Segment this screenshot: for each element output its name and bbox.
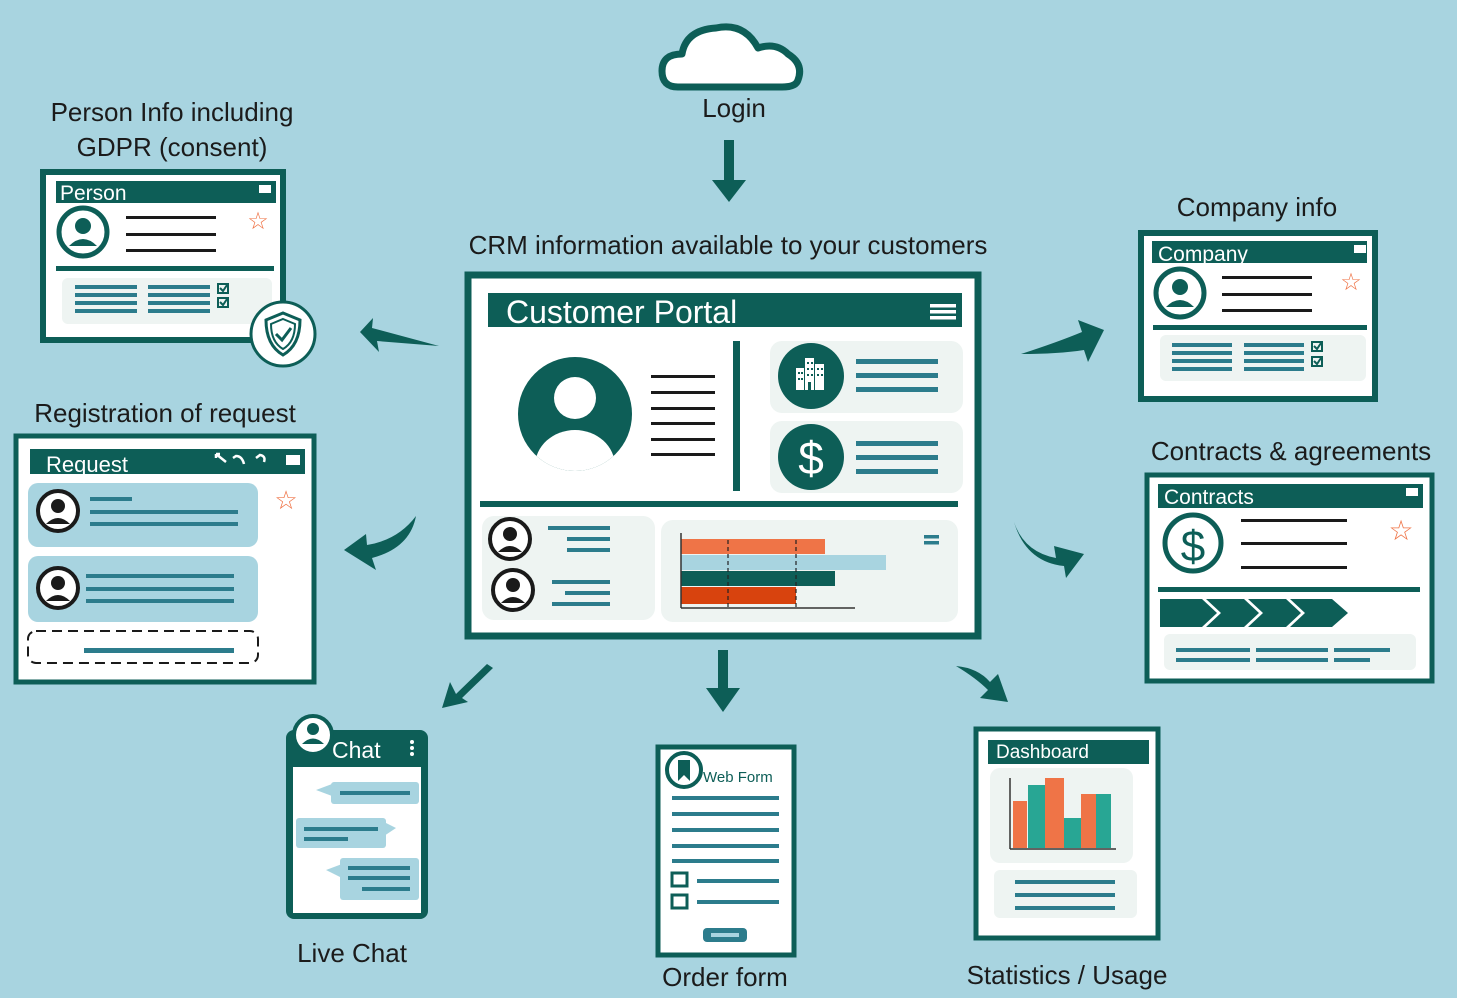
stats-caption: Statistics / Usage [967,960,1168,990]
user-icon [1153,266,1207,320]
svg-text:$: $ [798,432,824,484]
star-icon[interactable]: ☆ [247,208,269,235]
arrow-to-person [360,318,439,352]
reply-icon[interactable] [214,452,266,465]
dollar-icon: $ [778,424,844,490]
person-caption-1: Person Info including [51,97,294,127]
request-window[interactable]: Request ☆ [13,433,317,685]
menu-icon[interactable] [930,304,956,320]
cloud-icon[interactable] [658,23,804,91]
more-icon[interactable] [410,740,414,756]
chat-caption: Live Chat [297,938,408,968]
checkbox-icon[interactable] [670,871,689,910]
login-label: Login [702,93,766,123]
company-header: Company [1158,243,1248,266]
order-header: Web Form [703,769,773,786]
dashboard-window[interactable]: Dashboard [973,726,1161,941]
user-icon [56,205,110,259]
arrow-to-contracts [1014,522,1084,578]
submit-button[interactable] [703,928,747,942]
customer-portal-window[interactable]: Customer Portal [464,271,982,640]
bookmark-icon [665,751,703,789]
dashboard-bar-chart [1009,778,1116,850]
person-caption-2: GDPR (consent) [77,132,268,162]
star-icon[interactable]: ☆ [1340,269,1362,296]
arrow-to-stats [956,666,1008,702]
request-caption: Registration of request [34,398,296,428]
contracts-window[interactable]: Contracts $ ☆ [1144,472,1435,684]
star-icon[interactable]: ☆ [1388,515,1413,546]
order-caption: Order form [662,962,788,992]
arrow-to-chat [442,664,493,708]
user-icon [518,357,632,471]
person-header: Person [60,182,127,205]
chat-header: Chat [332,737,381,763]
chat-bubble [296,818,396,848]
center-caption: CRM information available to your custom… [469,230,988,260]
text-lines [651,375,715,456]
checkbox-icon [217,283,229,308]
contracts-caption: Contracts & agreements [1151,436,1431,466]
progress-chevrons [1160,599,1348,627]
arrow-to-order [706,650,740,712]
dollar-icon: $ [1162,512,1224,574]
arrow-to-request [344,516,416,570]
shield-icon [249,300,317,368]
person-window[interactable]: Person ☆ [40,169,317,368]
order-form-window[interactable]: Web Form [655,744,797,958]
contracts-header: Contracts [1164,486,1254,509]
stats-header: Dashboard [996,742,1089,763]
chat-bubble [316,782,419,804]
company-window[interactable]: Company ☆ [1138,230,1378,402]
company-caption: Company info [1177,192,1337,222]
arrow-to-company [1021,320,1104,362]
mini-bar-chart [680,533,939,609]
user-icon [292,714,334,756]
star-icon[interactable]: ☆ [274,485,297,515]
building-icon [778,343,844,409]
chat-window[interactable]: Chat [286,714,428,919]
chat-bubble [326,858,419,900]
arrow-down-login [712,140,746,202]
request-header: Request [46,452,128,477]
svg-text:$: $ [1181,522,1205,571]
checkbox-icon [1311,341,1323,367]
portal-title: Customer Portal [506,294,737,330]
